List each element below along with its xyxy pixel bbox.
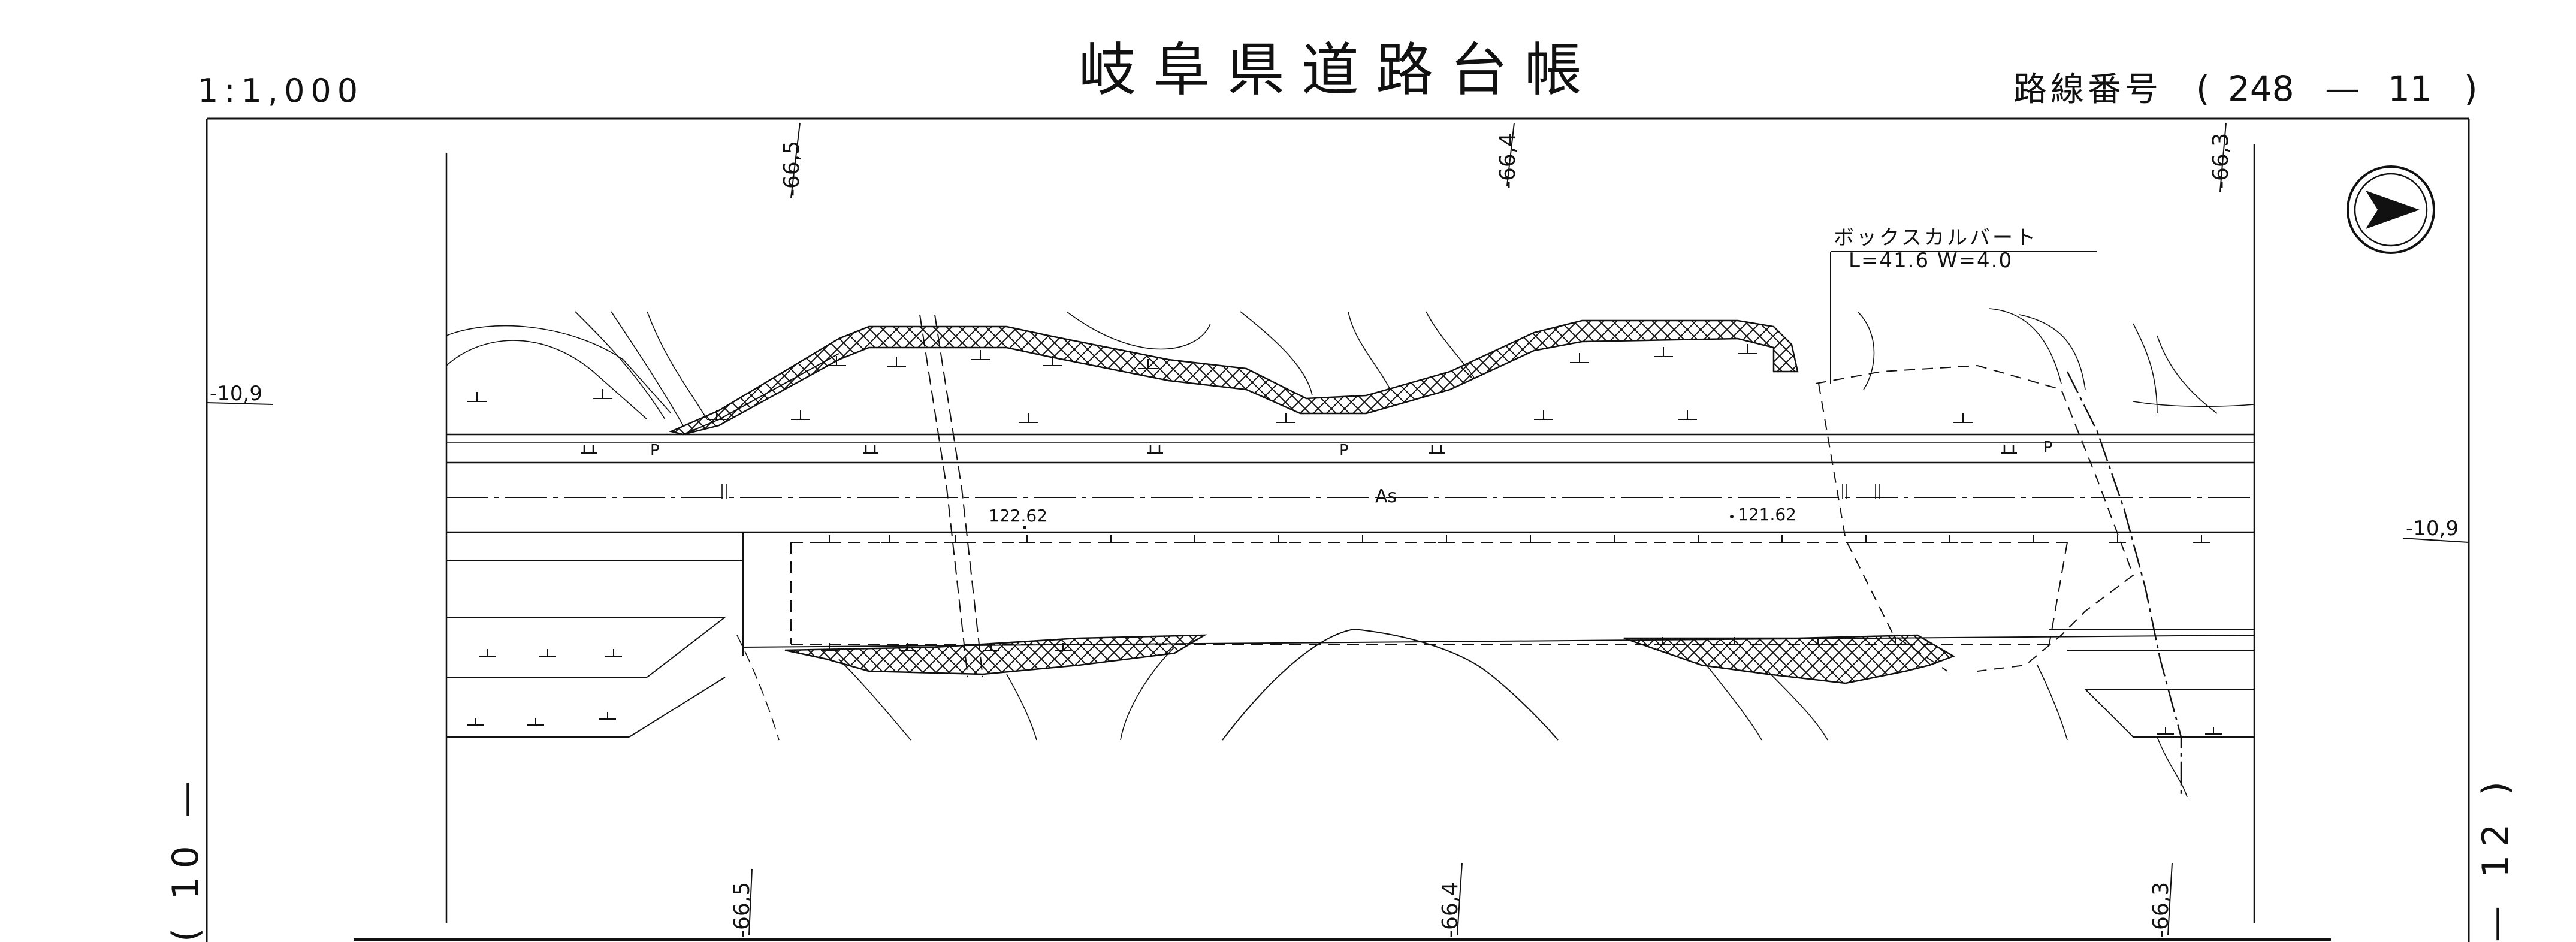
culvert-title: ボックスカルバート (1834, 226, 2038, 250)
page-title: 岐阜県道路台帳 (1079, 37, 1599, 104)
map-frame (206, 117, 2470, 942)
box-culvert (1815, 251, 2134, 672)
vegetation-symbols (467, 344, 2222, 735)
pole-symbol: P (650, 442, 660, 460)
terrain-contours (446, 308, 2255, 798)
elevation-point (1730, 515, 1734, 518)
drainage-channel (919, 314, 983, 678)
coord-bottom-right: -66,3 (2149, 882, 2173, 938)
sheet-number: 11 (2388, 68, 2432, 109)
coord-right-edge: -10,9 (2406, 517, 2459, 541)
route-open-paren: ( (2196, 68, 2210, 109)
north-arrow-icon (2347, 165, 2435, 254)
embankment-south (784, 634, 1955, 684)
coord-top-right: -66,3 (2209, 133, 2233, 189)
culvert-size: L=41.6 W=4.0 (1849, 249, 2013, 273)
embankment-north (669, 319, 1799, 436)
road-lines (446, 433, 2255, 738)
coord-ticks (206, 122, 2469, 935)
adjacent-sheet-right: — 12 ) (2475, 773, 2517, 942)
coord-top-left: -66,5 (780, 141, 804, 197)
pavement-label: As (1375, 486, 1397, 507)
route-close-paren: ) (2464, 68, 2478, 109)
drawing-area-borders (445, 144, 2255, 923)
elevation-point (1023, 526, 1026, 529)
route-number: 248 (2228, 68, 2294, 109)
route-dash: — (2325, 68, 2360, 109)
utility-poles (581, 445, 2017, 454)
width-marks (721, 484, 1880, 499)
pole-symbol: P (1339, 442, 1349, 460)
scale-label: 1:1,000 (198, 72, 364, 110)
coord-left-edge: -10,9 (210, 382, 262, 406)
coord-bottom-left: -66,5 (730, 882, 754, 938)
boundary-line (2066, 371, 2182, 797)
route-label: 路線番号 (2013, 70, 2162, 109)
elevation-left: 122.62 (989, 506, 1047, 526)
coord-top-mid: -66,4 (1496, 133, 1520, 189)
coord-bottom-mid: -66,4 (1438, 882, 1463, 938)
elevation-right: 121.62 (1738, 505, 1796, 524)
pole-symbol: P (2043, 439, 2053, 457)
adjacent-sheet-left: ( 10 — (165, 773, 207, 942)
